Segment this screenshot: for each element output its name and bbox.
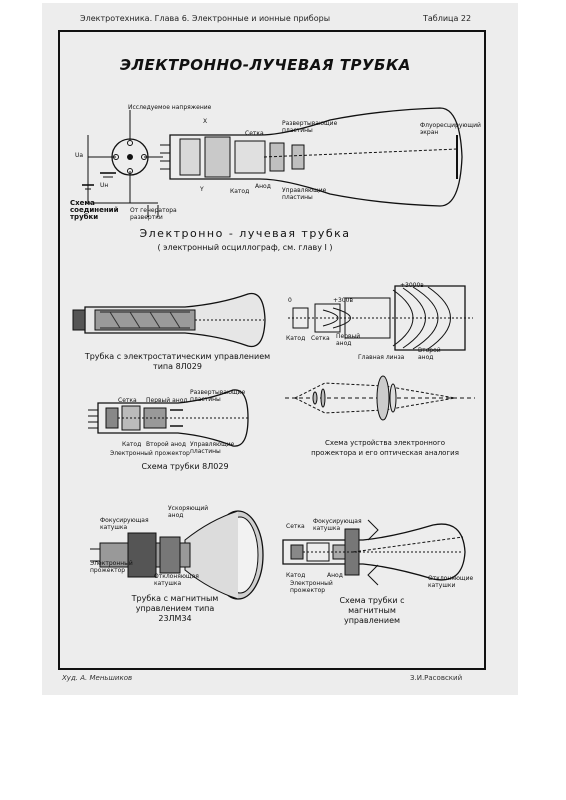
scheme-label-projector: Электронный прожектор [110,450,190,457]
label-focusing-coil: Фокусирующая катушка [100,517,149,531]
label-ua: Uа [75,152,84,159]
label-research-voltage: Исследуемое напряжение [128,104,212,111]
label-sweep-plates-top: Развертывающие пластины [282,120,338,134]
scheme-mag-label-cathode: Катод [286,572,306,579]
scheme-mag-label-grid: Сетка [286,523,305,530]
scheme-label-first-anode: Первый анод [146,397,188,404]
scheme-label-grid: Сетка [118,397,137,404]
lens-label-main-lens: Главная линза [358,354,405,361]
scheme-label-second-anode: Второй анод [146,441,186,448]
scheme-mag-label-projector: Электронный прожектор [290,580,333,594]
lens-label-first-anode: Первый анод [336,333,361,347]
label-anode-top: Анод [255,183,271,190]
label-y: Y [200,186,204,193]
tube-8l029-drawing [70,290,270,350]
label-from-generator: От генератора развертки [130,207,177,221]
caption-main-tube: Электронно - лучевая трубка [139,227,351,240]
lens-label-grid: Сетка [311,335,330,342]
label-x: X [203,118,208,125]
label-uh: Uн [100,182,109,189]
label-fluorescent-screen: Флуоресцирующий экран [420,122,481,136]
caption-main-tube-sub: ( электронный осциллограф, см. главу I ) [157,243,333,252]
lens-label-second-anode: Второй анод [418,347,441,361]
scheme-label-cathode: Катод [122,441,142,448]
lens-voltage-2: +3000в [400,282,424,289]
caption-tube-8l029: Трубка с электростатическим управлением … [84,352,271,371]
label-cathode-top: Катод [230,188,250,195]
label-projector-bottom: Электронный прожектор [90,560,133,574]
scheme-magnetic-drawing [283,515,483,590]
circuit-diagram [68,105,168,220]
label-grid-top: Сетка [245,130,264,137]
lens-voltage-1: +300в [333,297,354,304]
tube-23lm34-drawing [90,505,270,605]
poster-title: ЭЛЕКТРОННО-ЛУЧЕВАЯ ТРУБКА [120,56,411,74]
scheme-mag-label-focusing-coil: Фокусирующая катушка [313,518,362,532]
scheme-8l029-drawing [88,388,258,448]
scheme-mag-label-deflecting-coils: Отклоняющие катушки [428,575,474,589]
label-control-plates-top: Управляющие пластины [282,187,327,201]
caption-scheme-8l029: Схема трубки 8Л029 [141,462,229,471]
main-tube-drawing [160,105,480,210]
scheme-label-control-plates: Управляющие пластины [190,441,235,455]
label-accelerating-anode: Ускоряющий анод [168,505,209,519]
header-chapter: Электротехника. Глава 6. Электронные и и… [80,14,331,23]
circuit-caption: Схема соединений трубки [70,199,119,221]
scheme-label-sweep-plates: Развертывающие пластины [190,389,246,403]
scheme-mag-label-anode: Анод [327,572,343,579]
optics-diagram [285,368,475,428]
lens-diagram [283,280,478,355]
label-deflecting-coil: Отклоняющая катушка [154,573,199,587]
poster-frame [58,30,486,670]
footer-author: З.И.Расовский [410,674,463,682]
caption-scheme-magnetic: Схема трубки с магнитным управлением [339,596,405,625]
lens-label-cathode: Катод [286,335,306,342]
footer-artist: Худ. А. Меньшиков [62,674,133,682]
caption-tube-23lm34: Трубка с магнитным управлением типа 23ЛМ… [131,594,219,623]
header-table-number: Таблица 22 [423,14,472,23]
caption-optics: Схема устройства электронного прожектора… [311,439,459,457]
lens-zero: 0 [288,297,292,304]
